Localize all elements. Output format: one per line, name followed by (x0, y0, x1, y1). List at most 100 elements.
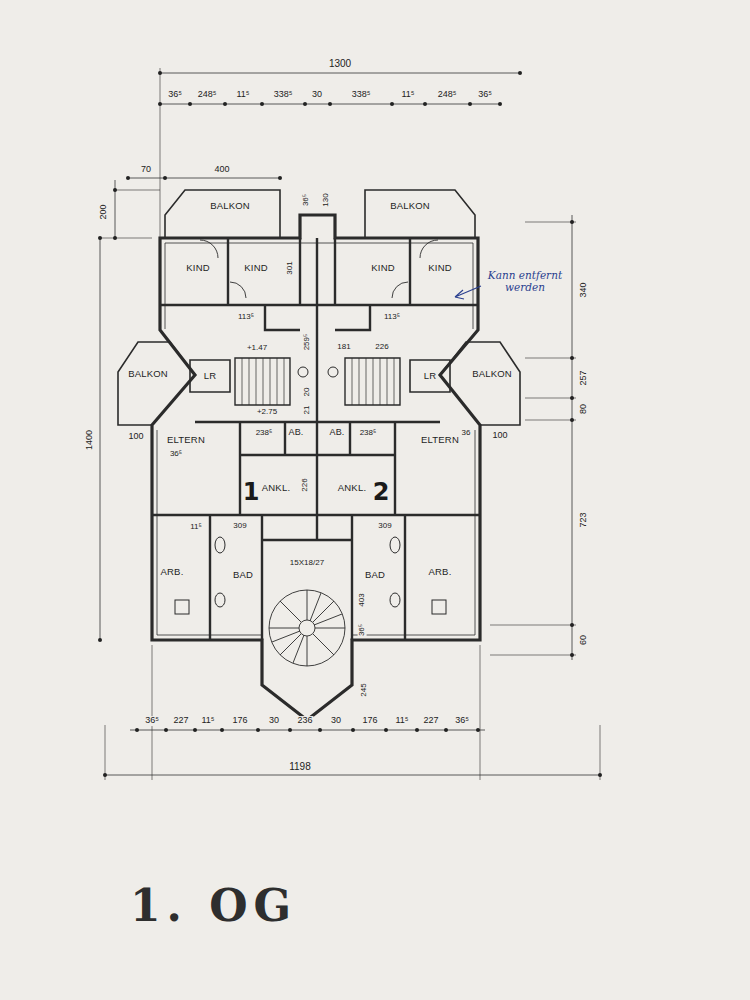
dimension-tick (498, 102, 502, 106)
dimension-label: 130 (322, 192, 331, 207)
room-label: ANKL. (261, 483, 291, 493)
note-arrow (455, 286, 481, 299)
dimension-tick (103, 773, 107, 777)
dimension-tick (476, 728, 480, 732)
dimension-label: 36⁵ (169, 450, 183, 459)
dimension-label: 226 (374, 343, 389, 352)
dimension-label: 36⁵ (144, 716, 160, 726)
dimension-tick (163, 176, 167, 180)
dimension-label: 11⁵ (394, 716, 409, 726)
room-label: LR (203, 371, 218, 381)
dimension-label: 227 (172, 716, 189, 726)
sheet-title: 1. OG (130, 880, 297, 931)
dimension-line (105, 775, 600, 776)
dimension-label: 403 (358, 592, 367, 607)
room-label: LR (423, 371, 438, 381)
dimension-label: 181 (336, 343, 351, 352)
room-label: ANKL. (337, 483, 367, 493)
dimension-tick (390, 102, 394, 106)
dimension-label: 11⁵ (235, 90, 250, 100)
dimension-tick (351, 728, 355, 732)
room-label: ARB. (160, 567, 185, 577)
extension-line (100, 68, 600, 780)
dimension-label: 36⁵ (358, 623, 367, 637)
dimension-tick (303, 102, 307, 106)
dimension-label: 238⁵ (359, 429, 378, 438)
dimension-tick (423, 102, 427, 106)
dimension-lines (98, 71, 602, 777)
dimension-label: 257 (579, 369, 589, 386)
dimension-tick (598, 773, 602, 777)
dimension-tick (570, 418, 574, 422)
elevation-label: +1.47 (246, 344, 268, 353)
spiral-stair (269, 590, 345, 666)
unit-number: 1 (242, 479, 261, 505)
dimension-label: 36⁵ (167, 90, 183, 100)
room-label: AB. (287, 428, 304, 438)
room-label: ELTERN (420, 435, 460, 445)
dimension-tick (256, 728, 260, 732)
dimension-tick (570, 623, 574, 627)
dimension-label: 723 (579, 511, 589, 528)
dimension-label: 176 (231, 716, 248, 726)
dimension-tick (415, 728, 419, 732)
room-label: KIND (370, 263, 396, 273)
dimension-tick (570, 220, 574, 224)
dimension-label: 338⁵ (273, 90, 294, 100)
dimension-label: 176 (361, 716, 378, 726)
dimension-tick (113, 236, 117, 240)
dimension-label: 400 (213, 165, 230, 175)
room-label: KIND (185, 263, 211, 273)
door-swing (200, 240, 438, 298)
dimension-tick (223, 102, 227, 106)
stair-treads (242, 358, 394, 405)
dimension-label: 245 (360, 682, 369, 697)
dimension-tick (113, 188, 117, 192)
dimension-tick (570, 396, 574, 400)
dimension-label: 30 (268, 716, 280, 726)
handwritten-note: Kann entfernt werden (482, 270, 568, 293)
dimension-tick (164, 728, 168, 732)
dimension-label: 1400 (85, 429, 95, 451)
dimension-label: 309 (377, 522, 392, 531)
dimension-label: 248⁵ (437, 90, 458, 100)
dimension-tick (260, 102, 264, 106)
dimension-label: 200 (99, 203, 109, 220)
dimension-tick (126, 176, 130, 180)
unit-number: 2 (372, 479, 391, 505)
room-label: BALKON (389, 201, 431, 211)
dimension-label: 236 (296, 716, 313, 726)
dimension-line (128, 178, 280, 179)
room-label: KIND (243, 263, 269, 273)
dimension-label: 238⁵ (255, 429, 274, 438)
dimension-label: 259⁵ (303, 333, 312, 352)
room-label: AB. (328, 428, 345, 438)
dimension-label: 1300 (328, 58, 352, 69)
dimension-tick (98, 236, 102, 240)
dimension-label: 36⁵ (477, 90, 493, 100)
room-label: BALKON (209, 201, 251, 211)
dimension-tick (188, 102, 192, 106)
dimension-label: 80 (579, 403, 589, 415)
dimension-label: 36⁵ (302, 193, 311, 207)
dimension-label: 248⁵ (197, 90, 218, 100)
dimension-tick (318, 728, 322, 732)
dimension-line (160, 73, 520, 74)
dimension-label: 340 (579, 281, 589, 298)
dimension-label: 113⁵ (237, 313, 255, 322)
dimension-label: 60 (579, 634, 589, 646)
dimension-label: 301 (286, 260, 295, 275)
dimension-label: 338⁵ (351, 90, 372, 100)
elevation-label: +2.75 (256, 408, 278, 417)
dimension-label: 21 (303, 405, 312, 416)
sanitary-fixture (175, 367, 446, 614)
dimension-label: 227 (422, 716, 439, 726)
dimension-label: 36⁵ (454, 716, 470, 726)
dimension-label: 226 (301, 477, 310, 492)
dimension-line (100, 238, 101, 640)
dimension-label: 15X18/27 (289, 559, 325, 568)
dimension-tick (278, 176, 282, 180)
room-label: KIND (427, 263, 453, 273)
dimension-label: 11⁵ (200, 716, 215, 726)
dimension-tick (570, 356, 574, 360)
